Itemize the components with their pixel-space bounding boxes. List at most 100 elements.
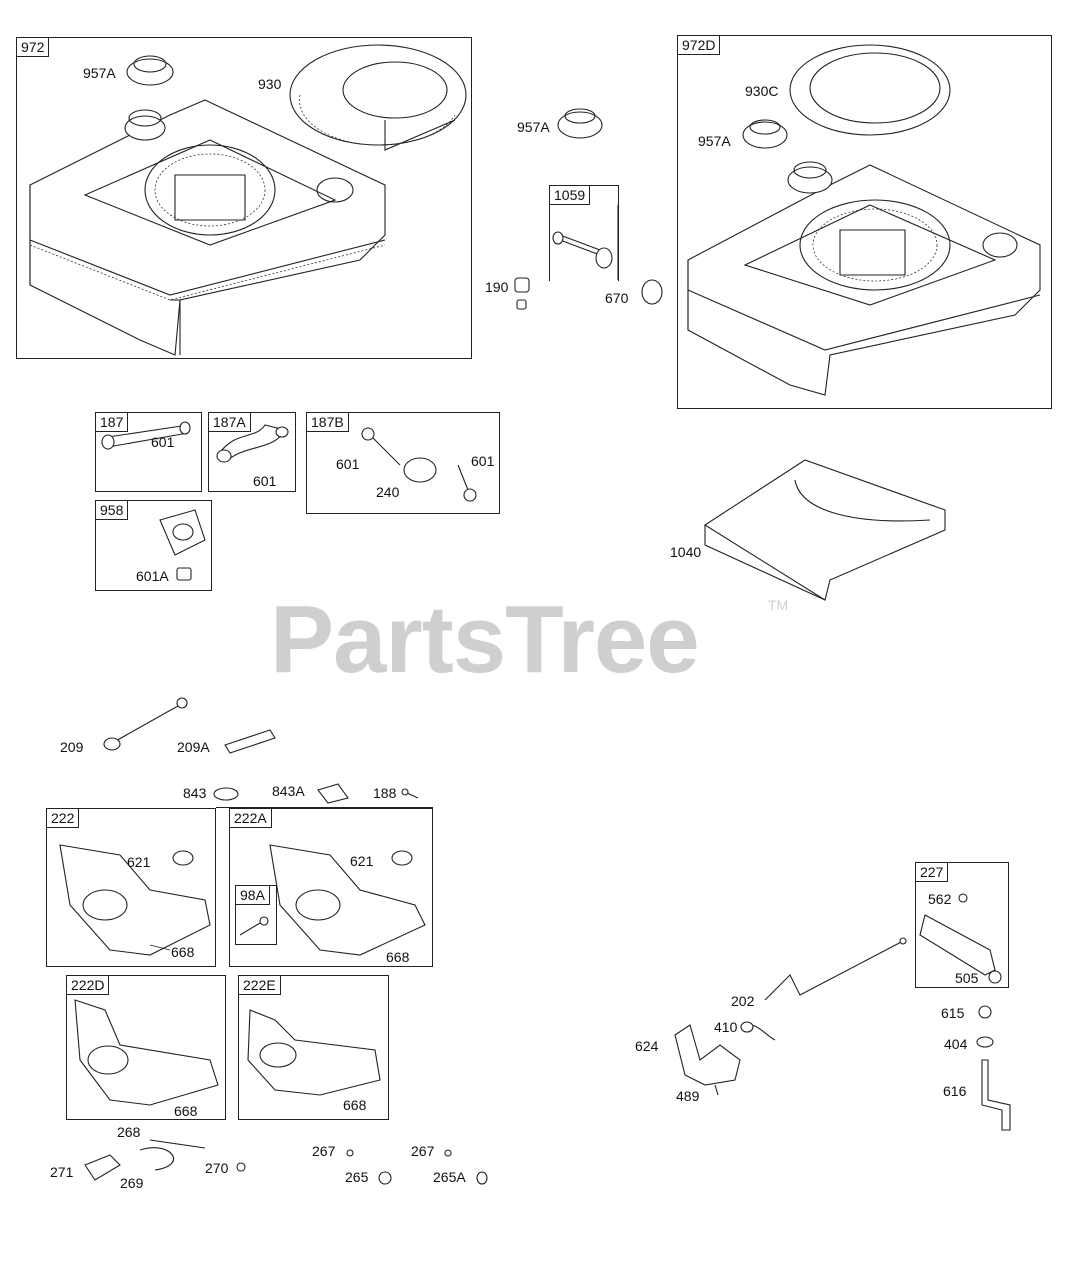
gasket-843-drawing	[213, 787, 239, 801]
plate-1040-drawing	[703, 459, 946, 601]
part-label: 562	[928, 891, 952, 907]
group-box-958: 958	[95, 500, 212, 591]
carburetor-222a-drawing	[269, 844, 426, 956]
part-label: 601	[336, 456, 360, 472]
part-label: 668	[386, 949, 410, 965]
group-box-222e: 222E	[238, 975, 389, 1120]
part-label: 202	[731, 993, 755, 1009]
group-box-187b: 187B	[306, 412, 500, 514]
part-label: 271	[50, 1164, 74, 1180]
part-label: 670	[605, 290, 629, 306]
part-label: 240	[376, 484, 400, 500]
governor-227-drawing	[919, 893, 1002, 984]
group-tag: 222	[47, 809, 80, 828]
group-tag: 187	[96, 413, 129, 432]
fuel-line-187-drawing	[101, 421, 191, 450]
group-tag: 187B	[307, 413, 349, 432]
group-tag: 227	[916, 863, 949, 882]
group-box-222d: 222D	[66, 975, 226, 1120]
part-label: 404	[944, 1036, 968, 1052]
part-label: 601	[253, 473, 277, 489]
fuel-line-187a-drawing	[216, 424, 289, 463]
part-label: 188	[373, 785, 397, 801]
group-box-1059: 1059	[549, 185, 619, 281]
screw-188-drawing	[401, 788, 419, 799]
spring-410-drawing	[740, 1021, 776, 1041]
part-label: 505	[955, 970, 979, 986]
part-label: 410	[714, 1019, 738, 1035]
group-tag: 972	[17, 38, 50, 57]
part-label: 930C	[745, 83, 779, 99]
part-label: 270	[205, 1160, 229, 1176]
part-label: 265	[345, 1169, 369, 1185]
group-tag: 222E	[239, 976, 281, 995]
divider-line	[216, 807, 433, 808]
part-label: 957A	[698, 133, 731, 149]
link-202-drawing	[764, 937, 907, 1001]
gasket-843a-drawing	[317, 783, 349, 804]
part-label: 601	[151, 434, 175, 450]
washer-404-drawing	[976, 1036, 994, 1048]
part-label: 190	[485, 279, 509, 295]
fuel-tank-972-drawing	[29, 44, 467, 356]
part-label: 843A	[272, 783, 305, 799]
part-label: 1040	[670, 544, 702, 560]
part-label: 269	[120, 1175, 144, 1191]
group-box-187a: 187A	[208, 412, 296, 492]
group-box-187: 187	[95, 412, 202, 492]
part-label: 668	[343, 1097, 367, 1113]
group-box-222: 222	[46, 808, 216, 967]
group-box-98a: 98A	[235, 885, 277, 945]
carburetor-222d-drawing	[74, 999, 219, 1106]
group-tag: 187A	[209, 413, 251, 432]
grommet-670-drawing	[641, 279, 663, 305]
part-label: 668	[171, 944, 195, 960]
group-tag: 1059	[550, 186, 591, 205]
carburetor-222e-drawing	[247, 1009, 381, 1096]
part-label: 209A	[177, 739, 210, 755]
group-tag: 98A	[236, 886, 270, 905]
watermark-trademark: TM	[768, 597, 789, 613]
nut-615-drawing	[978, 1005, 992, 1019]
part-label: 265A	[433, 1169, 466, 1185]
line-209a-drawing	[224, 729, 276, 754]
shutoff-valve-958-drawing	[159, 509, 206, 581]
group-box-972d: 972D	[677, 35, 1052, 409]
part-label: 957A	[517, 119, 550, 135]
watermark-brand: PartsTree	[270, 586, 700, 693]
group-box-227: 227	[915, 862, 1009, 988]
part-label: 268	[117, 1124, 141, 1140]
part-label: 616	[943, 1083, 967, 1099]
part-label: 843	[183, 785, 207, 801]
fitting-190-drawing	[514, 277, 530, 310]
shaft-616-drawing	[981, 1059, 1011, 1131]
fuel-tank-972d-drawing	[687, 44, 1041, 396]
group-tag: 958	[96, 501, 129, 520]
group-tag: 222A	[230, 809, 272, 828]
part-label: 621	[127, 854, 151, 870]
fuel-filter-187b-drawing	[361, 427, 477, 502]
cap-957a-drawing	[557, 108, 603, 139]
group-box-222a: 222A	[229, 808, 433, 967]
screw-98a-drawing	[239, 916, 269, 936]
part-label: 601A	[136, 568, 169, 584]
part-label: 601	[471, 453, 495, 469]
choke-268-drawing	[84, 1139, 206, 1181]
part-label: 957A	[83, 65, 116, 81]
part-label: 624	[635, 1038, 659, 1054]
carburetor-222-drawing	[59, 844, 211, 956]
group-tag: 972D	[678, 36, 721, 55]
part-label: 930	[258, 76, 282, 92]
part-label: 267	[411, 1143, 435, 1159]
group-box-972: 972	[16, 37, 472, 359]
line-209-drawing	[103, 697, 188, 751]
lever-624-drawing	[674, 1024, 741, 1096]
part-label: 615	[941, 1005, 965, 1021]
part-label: 489	[676, 1088, 700, 1104]
part-label: 209	[60, 739, 84, 755]
part-label: 267	[312, 1143, 336, 1159]
screws-267-drawing	[236, 1149, 488, 1185]
group-tag: 222D	[67, 976, 110, 995]
